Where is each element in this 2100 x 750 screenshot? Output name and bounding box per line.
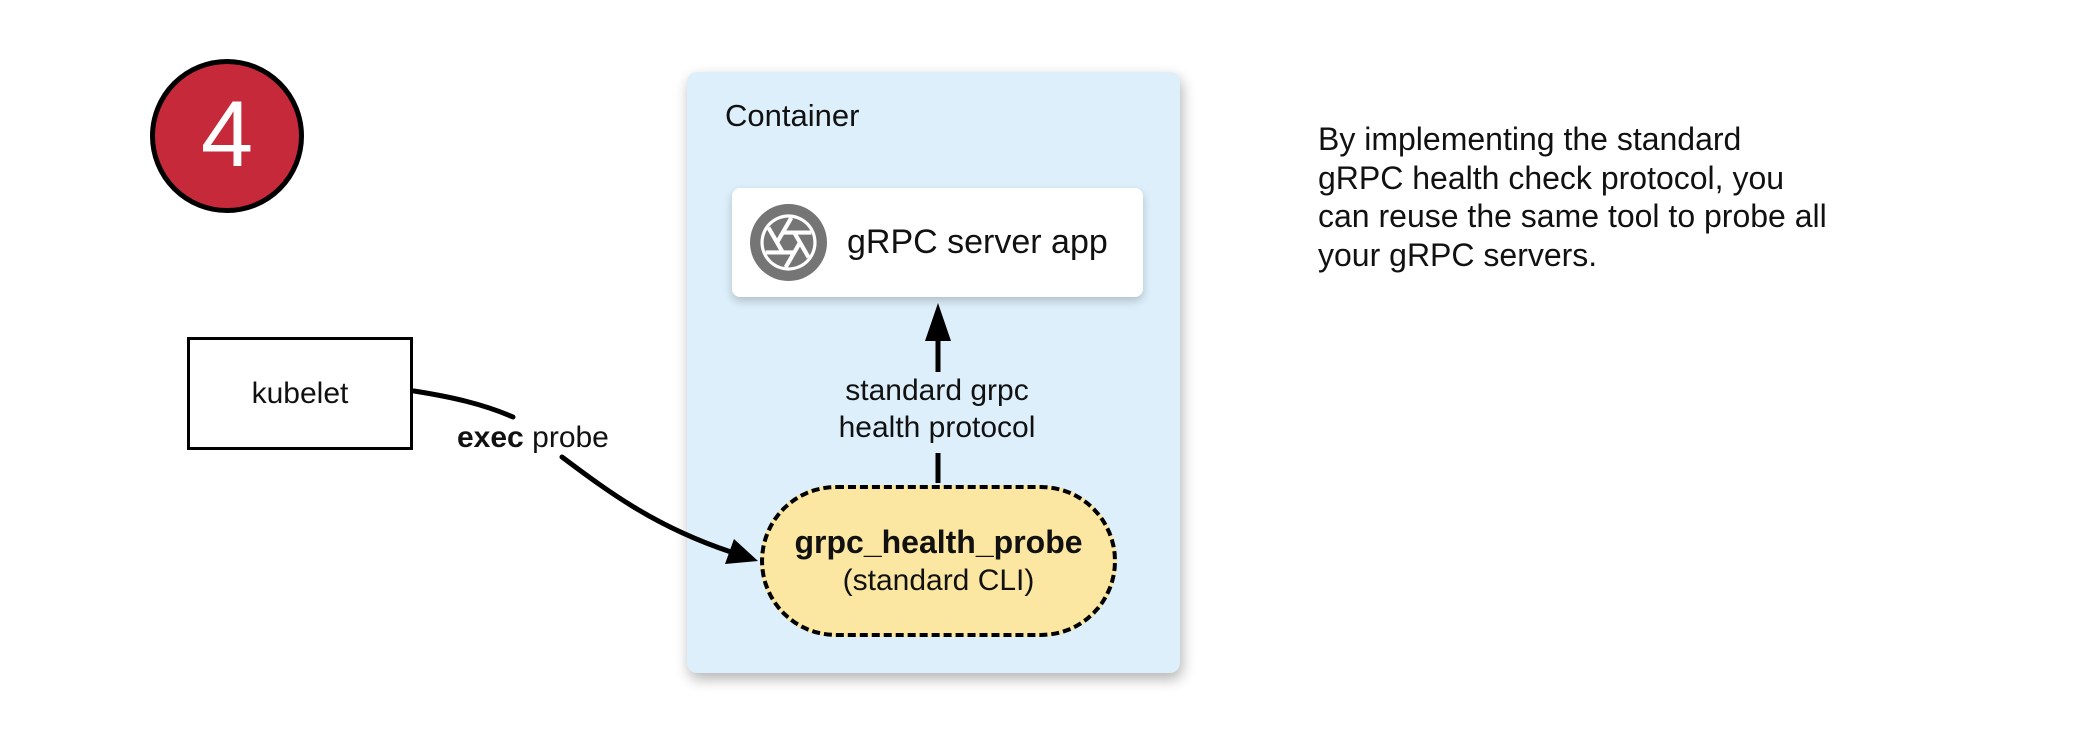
- grpc-health-probe-title: grpc_health_probe: [794, 524, 1083, 560]
- annotation-line4: your gRPC servers.: [1318, 236, 1598, 273]
- step-number: 4: [200, 81, 254, 186]
- grpc-health-probe-node: grpc_health_probe (standard CLI): [760, 485, 1117, 637]
- kubelet-node: kubelet: [187, 337, 413, 450]
- annotation-line2: gRPC health check protocol, you: [1318, 159, 1785, 196]
- container-group: Container gRPC server app standard grpc …: [687, 72, 1180, 673]
- container-title: Container: [725, 98, 860, 133]
- kubelet-label: kubelet: [251, 376, 349, 410]
- step-number-badge: 4: [150, 59, 304, 213]
- annotation-text: By implementing the standard gRPC health…: [1318, 120, 1827, 274]
- grpc-server-app-node: gRPC server app: [732, 188, 1143, 297]
- exec-probe-arrow-segment1: [411, 388, 516, 420]
- annotation-line3: can reuse the same tool to probe all: [1318, 198, 1827, 234]
- grpc-health-probe-subtitle: (standard CLI): [842, 564, 1035, 597]
- exec-probe-label-regular: probe: [532, 421, 609, 454]
- annotation-line1: By implementing the standard: [1318, 121, 1742, 157]
- grpc-server-app-label: gRPC server app: [847, 223, 1108, 261]
- protocol-edge-label-line2: health protocol: [838, 411, 1036, 444]
- protocol-edge-label: standard grpc health protocol: [839, 372, 1036, 446]
- exec-probe-label-bold: exec: [457, 421, 524, 454]
- protocol-edge-label-line1: standard grpc: [845, 374, 1029, 407]
- aperture-icon: [750, 204, 827, 281]
